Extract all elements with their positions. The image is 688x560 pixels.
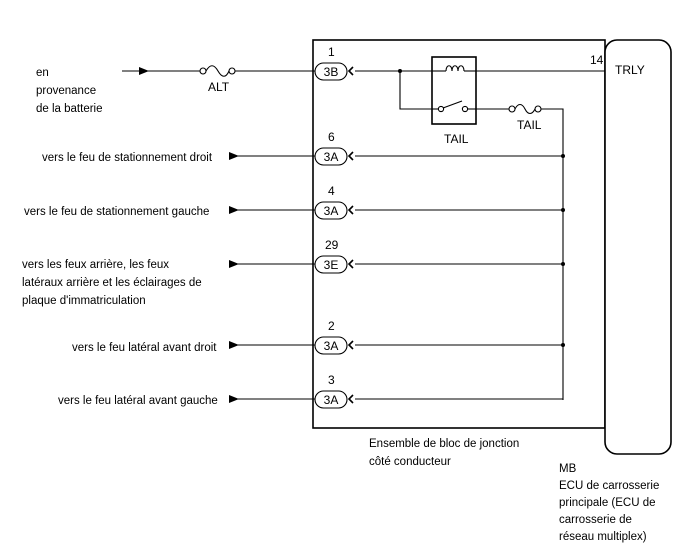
connector-3b-code: 3B <box>324 65 339 79</box>
output-label-rear-lights: vers les feux arrière, les feux latéraux… <box>22 259 205 307</box>
connector-code: 3A <box>324 204 339 218</box>
connector-code: 3A <box>324 150 339 164</box>
bus-wire <box>541 108 564 400</box>
ecu-pin-number: 14 <box>590 53 604 67</box>
relay-label: TAIL <box>444 132 469 146</box>
connector-pin: 2 <box>328 319 335 333</box>
branch-6: 6 3A <box>229 130 565 166</box>
connector-pin: 3 <box>328 373 335 387</box>
connector-code: 3E <box>324 258 339 272</box>
connector-code: 3A <box>324 393 339 407</box>
branch-4: 4 3A <box>229 184 565 220</box>
alt-fuse-symbol <box>199 65 236 77</box>
ecu-caption: MB ECU de carrosserie principale (ECU de… <box>559 463 663 543</box>
connector-pin: 29 <box>325 238 339 252</box>
connector-pin: 6 <box>328 130 335 144</box>
tail-fuse-symbol <box>508 103 542 115</box>
connector-3b-pin: 1 <box>328 45 335 59</box>
branch-2: 2 3A <box>229 319 565 355</box>
tail-fuse-label: TAIL <box>517 118 542 132</box>
connector-code: 3A <box>324 339 339 353</box>
connector-pin: 4 <box>328 184 335 198</box>
output-label-left-parking: vers le feu de stationnement gauche <box>24 206 209 218</box>
source-label: en provenance de la batterie <box>36 67 103 115</box>
output-label-right-parking: vers le feu de stationnement droit <box>42 152 213 164</box>
branch-29: 29 3E <box>229 238 565 274</box>
output-label-right-side-front: vers le feu latéral avant droit <box>72 342 217 354</box>
output-label-left-side-front: vers le feu latéral avant gauche <box>58 395 218 407</box>
alt-fuse-label: ALT <box>208 80 230 94</box>
ecu-outline <box>604 39 672 455</box>
relay-switch-symbol <box>432 100 476 113</box>
ecu-pin-name: TRLY <box>615 63 645 77</box>
branch-3: 3 3A <box>229 373 563 409</box>
tail-relay <box>431 56 477 125</box>
junction-block-caption: Ensemble de bloc de jonction côté conduc… <box>369 438 522 468</box>
relay-coil-symbol <box>432 65 476 72</box>
connector-3b: 1 3B <box>314 45 354 81</box>
